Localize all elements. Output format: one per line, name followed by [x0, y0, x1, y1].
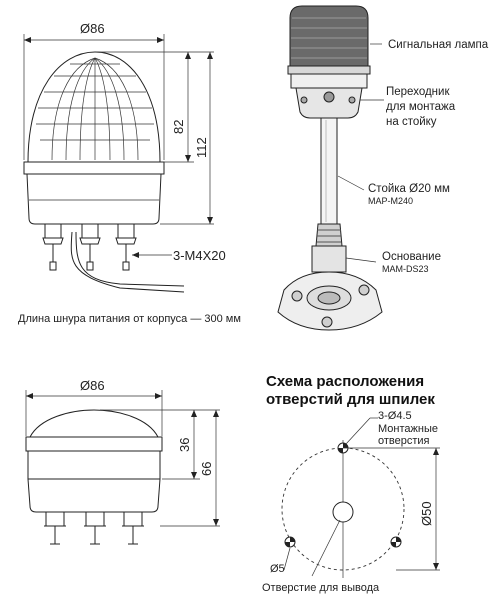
- short-lamp-side-view: [25, 409, 163, 545]
- label-base-code: MAM-DS23: [382, 264, 429, 274]
- mounting-hole-left: [284, 536, 296, 548]
- holes-label-line2: отверстия: [378, 435, 430, 447]
- mounting-hole-top: [337, 442, 349, 454]
- dim-center-hole: Ø5: [270, 563, 285, 575]
- mounting-hole-right: [390, 536, 402, 548]
- label-pole: Стойка Ø20 мм: [368, 183, 450, 195]
- center-hole: [332, 501, 354, 523]
- label-signal-lamp: Сигнальная лампа: [388, 39, 489, 51]
- center-hole-label: Отверстие для вывода: [262, 582, 380, 594]
- pole-assembly: Сигнальная лампа Переходник для монтажа …: [277, 5, 489, 331]
- label-pole-code: MAP-M240: [368, 196, 413, 206]
- dim-height-total: 112: [194, 137, 209, 158]
- holes-label-line1: Монтажные: [378, 423, 438, 435]
- lamp-side-dimensions: Ø86 82 112 3-M4X20 Длина шнура питания о…: [18, 21, 241, 325]
- hole-layout-title-line1: Схема расположения: [266, 373, 424, 390]
- label-adapter-line1: Переходник: [386, 86, 450, 98]
- lamp-side-view: [23, 51, 185, 293]
- label-base: Основание: [382, 251, 441, 263]
- holes-spec: 3-Ø4.5: [378, 410, 412, 422]
- dim-height-lens: 82: [171, 120, 186, 134]
- dim-diameter-bottom: Ø86: [80, 378, 105, 393]
- hole-layout: Схема расположения отверстий для шпилек: [262, 373, 440, 594]
- short-lamp-dimensions: Ø86 36 66: [25, 378, 220, 527]
- label-adapter-line2: для монтажа: [386, 101, 456, 113]
- dim-screw: 3-M4X20: [173, 248, 226, 263]
- dim-height-dome: 36: [177, 438, 192, 452]
- dim-diameter-top: Ø86: [80, 21, 105, 36]
- dim-circle-diameter: Ø50: [419, 501, 434, 526]
- hole-layout-title-line2: отверстий для шпилек: [266, 391, 435, 408]
- label-adapter-line3: на стойку: [386, 116, 437, 128]
- cord-length-note: Длина шнура питания от корпуса — 300 мм: [18, 313, 241, 325]
- dim-height-total-short: 66: [199, 462, 214, 476]
